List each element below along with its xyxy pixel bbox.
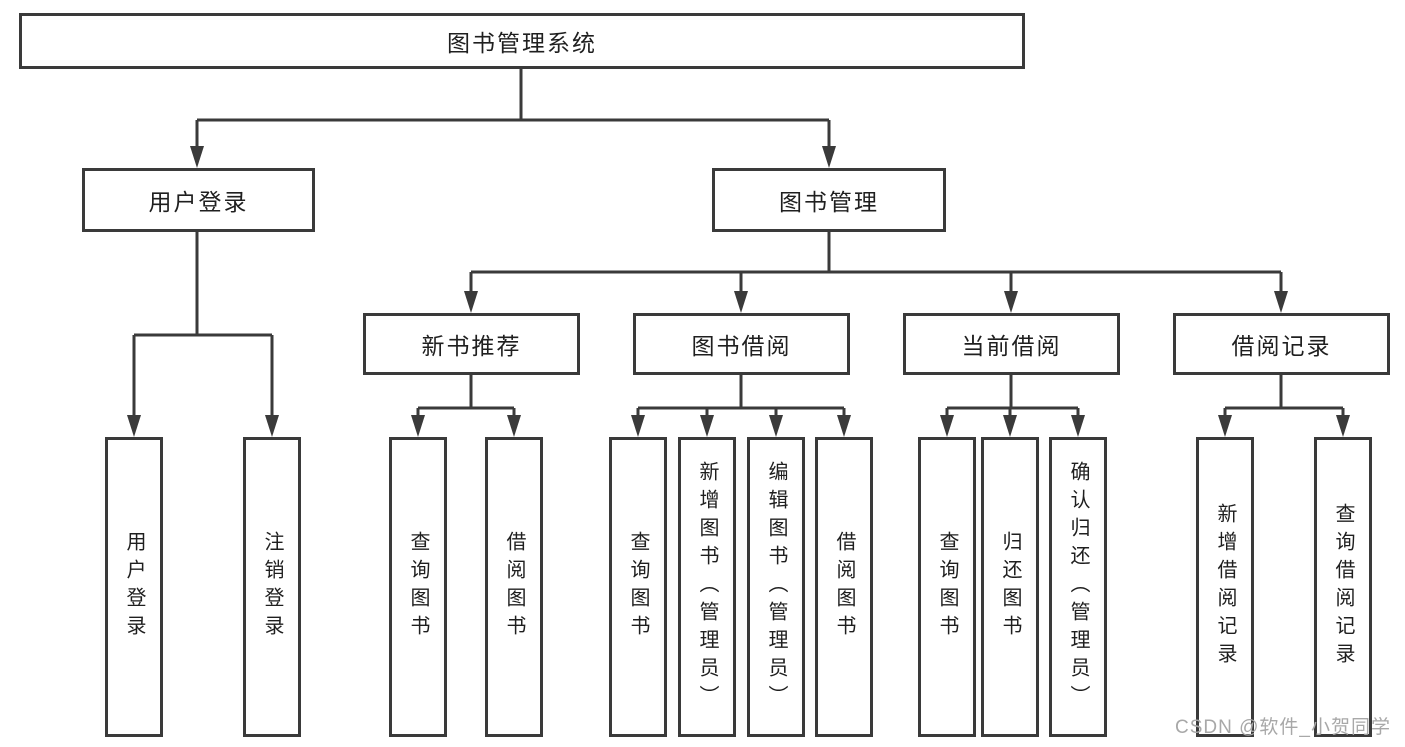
arrowhead <box>1218 415 1232 437</box>
leaf-query-books-borrowing: 查询图书 <box>609 437 667 737</box>
node-book-management: 图书管理 <box>712 168 946 232</box>
leaf-return-books: 归还图书 <box>981 437 1039 737</box>
arrowhead <box>769 415 783 437</box>
leaf-logout: 注销登录 <box>243 437 301 737</box>
arrowhead <box>940 415 954 437</box>
leaf-query-borrowing-record: 查询借阅记录 <box>1314 437 1372 737</box>
leaf-add-books-admin: 新增图书（管理员） <box>678 437 736 737</box>
leaf-query-books-current: 查询图书 <box>918 437 976 737</box>
arrowhead <box>1071 415 1085 437</box>
leaf-user-login: 用户登录 <box>105 437 163 737</box>
node-root-library-management-system: 图书管理系统 <box>19 13 1025 69</box>
arrowhead <box>1004 291 1018 313</box>
arrowhead <box>464 291 478 313</box>
leaf-query-books-recommend: 查询图书 <box>389 437 447 737</box>
arrow-heads <box>127 146 1350 437</box>
leaf-borrow-books-recommend: 借阅图书 <box>485 437 543 737</box>
arrowhead <box>700 415 714 437</box>
arrowhead <box>1336 415 1350 437</box>
node-new-book-recommendation: 新书推荐 <box>363 313 580 375</box>
arrowhead <box>734 291 748 313</box>
leaf-borrow-books-borrowing: 借阅图书 <box>815 437 873 737</box>
node-borrowing-records: 借阅记录 <box>1173 313 1390 375</box>
connector-lines <box>132 69 1345 419</box>
arrowhead <box>190 146 204 168</box>
arrowhead <box>507 415 521 437</box>
arrowhead <box>822 146 836 168</box>
node-book-borrowing: 图书借阅 <box>633 313 850 375</box>
node-current-borrowing: 当前借阅 <box>903 313 1120 375</box>
arrowhead <box>1003 415 1017 437</box>
csdn-watermark: CSDN @软件_小贺同学 <box>1175 717 1391 738</box>
arrowhead <box>265 415 279 437</box>
arrowhead <box>837 415 851 437</box>
arrowhead <box>1274 291 1288 313</box>
node-user-login: 用户登录 <box>82 168 315 232</box>
leaf-confirm-return-admin: 确认归还（管理员） <box>1049 437 1107 737</box>
arrowhead <box>411 415 425 437</box>
leaf-edit-books-admin: 编辑图书（管理员） <box>747 437 805 737</box>
leaf-add-borrowing-record: 新增借阅记录 <box>1196 437 1254 737</box>
arrowhead <box>631 415 645 437</box>
arrowhead <box>127 415 141 437</box>
